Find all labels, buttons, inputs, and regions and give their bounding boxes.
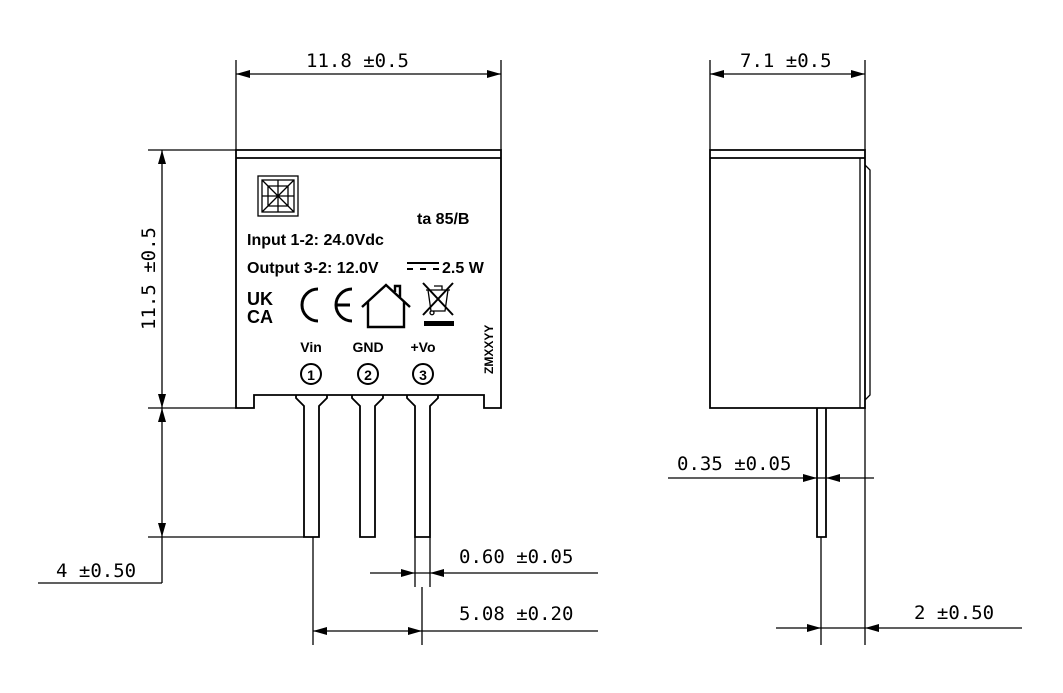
side-pin xyxy=(816,408,827,538)
pin-label-gnd: GND xyxy=(352,339,383,355)
width-dim-text: 11.8 ±0.5 xyxy=(306,50,409,72)
indoor-use-house-icon xyxy=(361,283,411,329)
pin-thickness-dimension: 0.35 ±0.05 xyxy=(668,453,874,482)
depth-dim-text: 7.1 ±0.5 xyxy=(740,50,832,72)
pin-length-dimension: 4 ±0.50 xyxy=(38,408,304,584)
pin-width-dim-text: 0.60 ±0.05 xyxy=(459,546,573,568)
depth-dimension: 7.1 ±0.5 xyxy=(709,50,866,150)
pin-number-3: 3 xyxy=(412,363,434,385)
pin-pitch-dimension: 5.08 ±0.20 xyxy=(312,537,598,645)
width-dimension: 11.8 ±0.5 xyxy=(235,50,502,150)
module-body-outline xyxy=(235,149,502,409)
ce-mark-icon xyxy=(300,287,353,323)
rating-text: ta 85/B xyxy=(417,211,469,228)
ukca-mark-icon: UK CA xyxy=(247,289,273,327)
front-view: ta 85/B Input 1-2: 24.0Vdc Output 3-2: 1… xyxy=(38,50,598,645)
pin-length-dim-text: 4 ±0.50 xyxy=(56,560,136,582)
dc-symbol-icon xyxy=(407,262,439,270)
pin-vin xyxy=(295,395,328,538)
svg-text:2: 2 xyxy=(364,367,372,383)
input-rating-text: Input 1-2: 24.0Vdc xyxy=(247,232,384,249)
date-code-text: ZMXXYY xyxy=(482,325,496,374)
height-dim-text: 11.5 ±0.5 xyxy=(138,227,160,330)
pin-label-vin: Vin xyxy=(300,339,322,355)
pin-label-vo: +Vo xyxy=(410,339,435,355)
output-power-text: 2.5 W xyxy=(442,260,485,277)
side-body-edge xyxy=(864,164,871,401)
weee-crossed-bin-icon xyxy=(422,282,454,326)
pin-width-dimension: 0.60 ±0.05 xyxy=(370,537,598,587)
pin-offset-dim-text: 2 ±0.50 xyxy=(914,602,994,624)
svg-text:1: 1 xyxy=(307,367,315,383)
pin-number-2: 2 xyxy=(357,363,379,385)
pin-number-1: 1 xyxy=(300,363,322,385)
company-logo-icon xyxy=(257,175,299,217)
side-body-outline xyxy=(709,149,866,409)
output-rating-text: Output 3-2: 12.0V xyxy=(247,260,379,277)
height-dimension: 11.5 ±0.5 xyxy=(138,149,236,409)
pin-vo xyxy=(406,395,439,538)
svg-text:3: 3 xyxy=(419,367,427,383)
ukca-top-text: UK xyxy=(247,289,273,309)
pin-gnd xyxy=(351,395,384,538)
ukca-bottom-text: CA xyxy=(247,307,273,327)
side-view: 7.1 ±0.5 0.35 ±0.05 2 ±0.50 xyxy=(668,50,1022,645)
pin-offset-dimension: 2 ±0.50 xyxy=(776,408,1022,645)
pin-pitch-dim-text: 5.08 ±0.20 xyxy=(459,603,573,625)
pin-thickness-dim-text: 0.35 ±0.05 xyxy=(677,453,791,475)
